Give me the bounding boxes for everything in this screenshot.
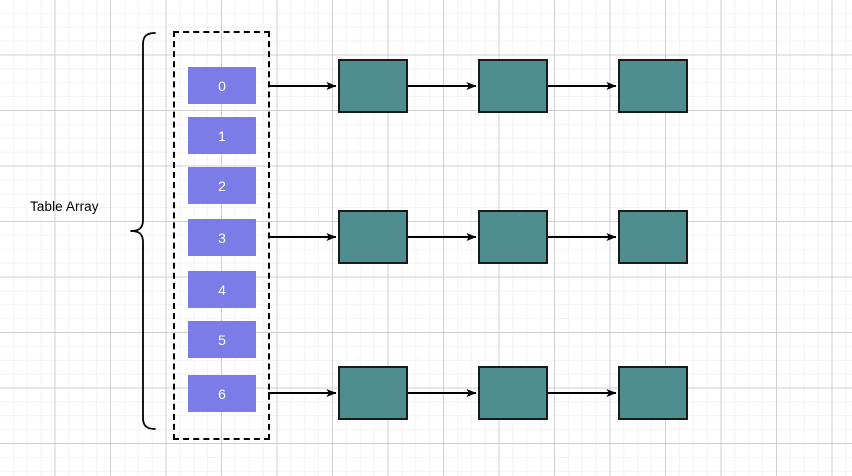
table-array-boundary (173, 31, 270, 440)
chain-node-0-2[interactable] (618, 59, 688, 113)
chain-node-0-0[interactable] (338, 59, 408, 113)
table-slot-0[interactable]: 0 (188, 67, 256, 104)
chain-node-0-1[interactable] (478, 59, 548, 113)
table-slot-3[interactable]: 3 (188, 219, 256, 256)
chain-node-3-2[interactable] (618, 210, 688, 264)
chain-node-6-1[interactable] (478, 366, 548, 420)
table-slot-4[interactable]: 4 (188, 271, 256, 308)
table-slot-1[interactable]: 1 (188, 117, 256, 154)
table-array-label: Table Array (30, 199, 99, 214)
table-array-brace (130, 32, 156, 430)
table-slot-2[interactable]: 2 (188, 167, 256, 204)
chain-node-6-0[interactable] (338, 366, 408, 420)
chain-node-3-0[interactable] (338, 210, 408, 264)
table-slot-5[interactable]: 5 (188, 321, 256, 358)
chain-node-6-2[interactable] (618, 366, 688, 420)
chain-node-3-1[interactable] (478, 210, 548, 264)
table-slot-6[interactable]: 6 (188, 375, 256, 412)
